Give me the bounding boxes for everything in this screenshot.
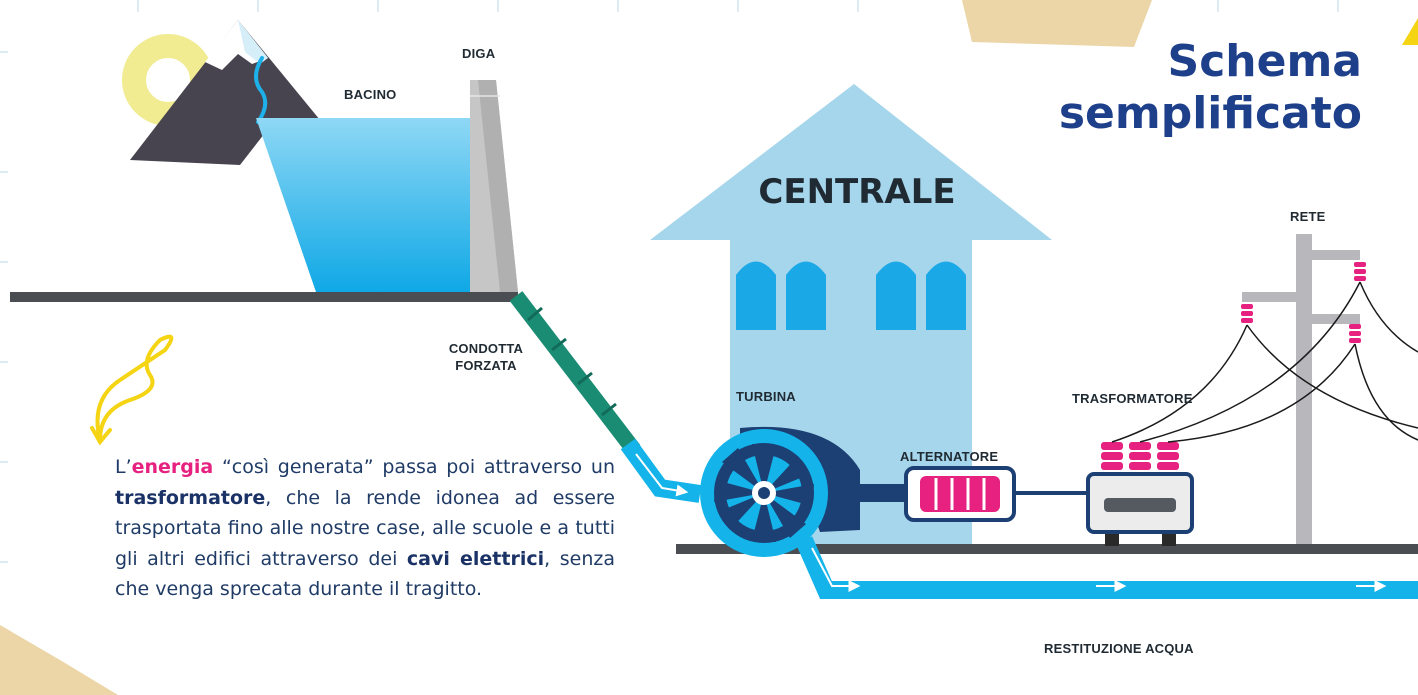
- description-paragraph: L’energia “così generata” passa poi attr…: [115, 452, 615, 605]
- page-title: Schema semplificato: [1059, 36, 1362, 140]
- title-line-2: semplificato: [1058, 88, 1362, 139]
- pylon-icon: [1241, 234, 1366, 544]
- label-rete: RETE: [1290, 209, 1326, 224]
- title-line-1: Schema: [1167, 36, 1362, 87]
- paper-tape-bottom: [0, 625, 118, 695]
- label-turbina: TURBINA: [736, 389, 796, 404]
- water-return-channel: [795, 536, 1418, 599]
- label-trasformatore: TRASFORMATORE: [1072, 391, 1193, 406]
- alternator-icon: [904, 466, 1016, 522]
- highlight-energia: energia: [131, 456, 214, 478]
- para-text-1: L’: [115, 456, 132, 478]
- label-diga: DIGA: [462, 46, 496, 61]
- highlight-trasformatore: trasformatore: [115, 486, 266, 509]
- paper-tape-top: [962, 0, 1152, 47]
- penstock-pipe: [509, 291, 702, 503]
- para-text-4: , senza che venga sprecata durante il tr…: [115, 547, 615, 601]
- turbine-icon: [700, 429, 828, 557]
- mountain-icon: [130, 20, 320, 165]
- turbine-shaft: [858, 484, 908, 502]
- label-alternatore: ALTERNATORE: [900, 449, 999, 464]
- label-bacino: BACINO: [344, 87, 397, 102]
- label-condotta-line-1: CONDOTTA: [448, 341, 524, 356]
- power-cables: [1111, 281, 1418, 443]
- label-condotta-line-2: FORZATA: [455, 358, 517, 373]
- label-condotta-forzata: CONDOTTA FORZATA: [438, 340, 534, 374]
- transformer-icon: [1086, 442, 1194, 546]
- para-text-2: “così generata” passa poi attraverso un: [213, 456, 615, 478]
- reservoir-water: [256, 118, 478, 292]
- label-centrale: CENTRALE: [758, 172, 956, 212]
- swirl-arrow-icon: [90, 334, 174, 446]
- notebook-grid: [0, 0, 1339, 563]
- ground-line-right: [676, 544, 1418, 554]
- ground-line-left: [10, 292, 518, 302]
- para-text-3: , che la rende idonea ad essere trasport…: [115, 486, 615, 570]
- label-restituzione-acqua: RESTITUZIONE ACQUA: [1044, 641, 1194, 656]
- highlight-cavi-elettrici: cavi elettrici: [406, 547, 545, 570]
- yellow-corner-mark: [1402, 18, 1418, 45]
- building-windows: [736, 261, 966, 330]
- dam-icon: [470, 80, 518, 292]
